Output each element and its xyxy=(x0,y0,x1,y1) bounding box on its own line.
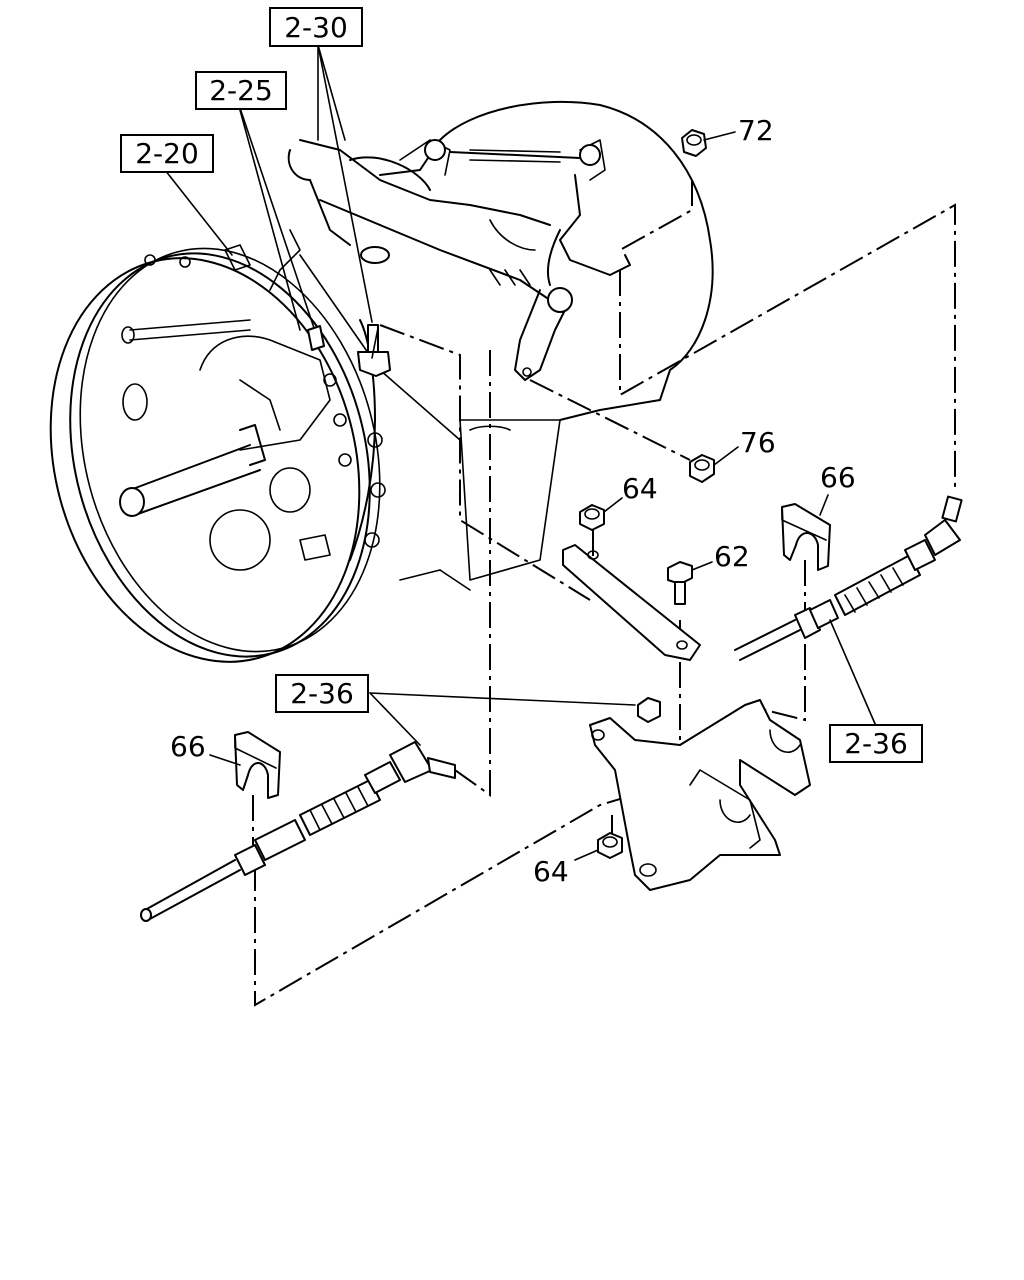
reference-box-2-36-left[interactable]: 2-36 xyxy=(275,674,369,713)
part-label-64-bottom: 64 xyxy=(533,855,569,888)
reference-label-2-25: 2-25 xyxy=(209,74,273,107)
part-label-76: 76 xyxy=(740,426,776,459)
shift-lever-assembly xyxy=(287,139,631,381)
cable-bracket xyxy=(589,699,811,891)
bracket-strap xyxy=(562,544,701,661)
nut-64-top xyxy=(579,504,605,531)
reference-box-2-30[interactable]: 2-30 xyxy=(269,7,363,47)
leader-lines xyxy=(164,44,877,861)
reference-box-2-20[interactable]: 2-20 xyxy=(120,134,214,173)
cable-left xyxy=(140,741,456,922)
part-label-62: 62 xyxy=(714,540,750,573)
clip-66-right xyxy=(781,503,831,571)
nut-76 xyxy=(689,454,715,483)
nut-72 xyxy=(681,129,707,157)
cable-right xyxy=(734,495,963,661)
reference-label-2-20: 2-20 xyxy=(135,137,199,170)
bolt-2-25 xyxy=(307,325,325,351)
clip-66-left xyxy=(234,731,281,799)
part-label-66-left: 66 xyxy=(170,730,206,763)
part-label-72: 72 xyxy=(738,114,774,147)
reference-box-2-36-right[interactable]: 2-36 xyxy=(829,724,923,763)
part-label-66-right: 66 xyxy=(820,461,856,494)
bolt-2-30 xyxy=(357,324,391,377)
part-label-64-top: 64 xyxy=(622,472,658,505)
nut-64-bottom xyxy=(597,832,623,859)
nut-2-36 xyxy=(637,697,661,723)
transmission-housing xyxy=(269,100,714,591)
reference-label-2-36-left: 2-36 xyxy=(290,677,354,710)
reference-box-2-25[interactable]: 2-25 xyxy=(195,71,287,110)
reference-label-2-30: 2-30 xyxy=(284,11,348,44)
flywheel-housing xyxy=(49,244,386,663)
reference-label-2-36-right: 2-36 xyxy=(844,727,908,760)
bolt-62 xyxy=(667,561,693,605)
